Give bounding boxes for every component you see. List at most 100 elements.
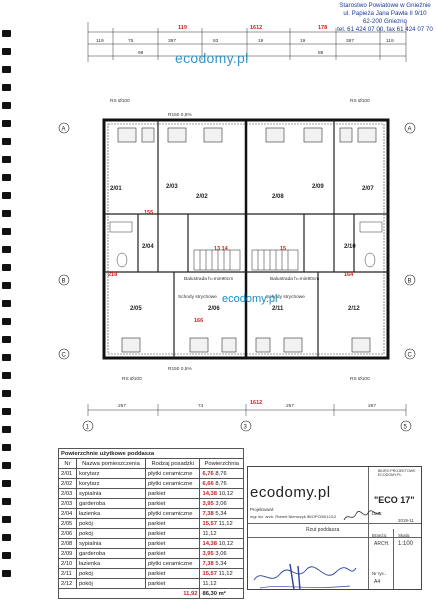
red-annotation: 178 bbox=[318, 25, 327, 31]
building-outline bbox=[102, 118, 390, 360]
total-note-cell: 11,92 bbox=[57, 588, 201, 599]
floor-plan: 119 75 397 83 19 19 397 119 98 88 1612 1… bbox=[58, 22, 416, 432]
area-value: 3,06 bbox=[215, 550, 227, 557]
red-annotation: 166 bbox=[194, 318, 203, 324]
cell-nr: 2/01 bbox=[58, 468, 77, 479]
dim-label: 83 bbox=[213, 38, 219, 44]
cell-floor: parkiet bbox=[144, 538, 201, 549]
table-title: Powierzchnie użytkowe poddasza bbox=[58, 448, 244, 459]
binder-hole bbox=[2, 354, 11, 361]
dim-label: 75 bbox=[128, 38, 134, 44]
dimension-lines-bottom bbox=[87, 404, 407, 416]
cell-name: pokój bbox=[75, 568, 146, 579]
cell-name: sypialnia bbox=[75, 538, 146, 549]
cell-name: łazienka bbox=[75, 508, 146, 519]
dim-label: 397 bbox=[346, 38, 354, 44]
area-value: 11,12 bbox=[218, 520, 233, 527]
binder-hole bbox=[2, 336, 11, 343]
cell-area: 15,57 11,12 bbox=[199, 518, 244, 529]
stairs-label: Schody strychowe bbox=[178, 294, 217, 300]
dim-label: 19 bbox=[300, 38, 306, 44]
room-number: 2/10 bbox=[344, 244, 356, 250]
binder-hole bbox=[2, 120, 11, 127]
area-value: 11,12 bbox=[202, 530, 217, 537]
red-annotation: 15 bbox=[280, 246, 286, 252]
room-number: 2/04 bbox=[142, 244, 154, 250]
railing-label: Balustrada h=min90cm bbox=[270, 276, 319, 282]
area-note: 3,95 bbox=[202, 500, 214, 507]
stairs-label: Schody strychowe bbox=[266, 294, 305, 300]
cell-area: 14,38 10,12 bbox=[199, 538, 244, 549]
cell-name: korytarz bbox=[75, 468, 146, 479]
cell-nr: 2/06 bbox=[58, 528, 77, 539]
binder-hole bbox=[2, 390, 11, 397]
scale-value: 1:100 bbox=[398, 541, 414, 547]
binder-hole bbox=[2, 102, 11, 109]
red-annotation: 119 bbox=[178, 25, 187, 31]
binder-hole bbox=[2, 264, 11, 271]
red-annotation: 1612 bbox=[250, 25, 262, 31]
dimension-lines-top bbox=[87, 22, 407, 62]
binder-hole bbox=[2, 156, 11, 163]
axis-label-c: C bbox=[62, 353, 67, 359]
room-number: 2/09 bbox=[312, 184, 324, 190]
axis-markers bbox=[58, 122, 416, 360]
author-name: mgr inż. arch. Robert Niemczyk IB/OPO/00… bbox=[250, 514, 337, 519]
binder-edge bbox=[0, 0, 14, 600]
author-role: Projektował: bbox=[250, 507, 274, 512]
dim-label: 88 bbox=[318, 50, 324, 56]
rs-label: RS Ø100 bbox=[350, 98, 370, 104]
interior-walls bbox=[104, 120, 388, 358]
cell-nr: 2/05 bbox=[58, 518, 77, 529]
title-block: BIURO PROJEKTOWE ECODOMY.PL Projektował:… bbox=[247, 466, 422, 590]
cell-floor: parkiet bbox=[144, 518, 201, 529]
red-annotation: 218 bbox=[108, 272, 117, 278]
header-cell: Nr bbox=[58, 458, 77, 469]
area-value: 5,34 bbox=[215, 510, 227, 517]
room-number: 2/07 bbox=[362, 186, 374, 192]
area-value: 3,06 bbox=[215, 500, 227, 507]
area-value: 10,12 bbox=[218, 490, 234, 497]
cell-area: 7,38 5,34 bbox=[199, 558, 244, 569]
cell-nr: 2/04 bbox=[58, 508, 77, 519]
cell-floor: parkiet bbox=[144, 498, 201, 509]
stairs bbox=[193, 249, 299, 271]
binder-hole bbox=[2, 408, 11, 415]
cell-nr: 2/12 bbox=[58, 578, 77, 589]
area-value: 8,76 bbox=[215, 480, 227, 487]
binder-hole bbox=[2, 300, 11, 307]
cell-area: 3,95 3,06 bbox=[199, 548, 244, 559]
axis-label-b-right: B bbox=[408, 279, 412, 285]
cell-name: pokój bbox=[75, 528, 146, 539]
cell-area: 7,38 5,34 bbox=[199, 508, 244, 519]
stamp-line: Starostwo Powiatowe w Gnieźnie bbox=[339, 2, 431, 9]
binder-hole bbox=[2, 174, 11, 181]
cell-floor: płytki ceramiczne bbox=[144, 478, 201, 489]
area-note: 6,76 bbox=[202, 470, 214, 477]
room-number: 2/05 bbox=[130, 306, 142, 312]
axis-label-b: B bbox=[62, 279, 66, 285]
binder-hole bbox=[2, 534, 11, 541]
area-value: 10,12 bbox=[218, 540, 234, 547]
rs-label: RS Ø100 bbox=[350, 376, 370, 382]
binder-hole bbox=[2, 282, 11, 289]
drawing-name: Rzut poddasza bbox=[306, 527, 340, 533]
stamp-line: 62-200 Gniezno bbox=[362, 18, 408, 25]
room-number: 2/06 bbox=[208, 306, 220, 312]
area-note: 7,38 bbox=[202, 560, 214, 567]
stamp-line: tel. 61 424 07 00, fax 61 424 07 70 bbox=[337, 26, 433, 33]
binder-hole bbox=[2, 210, 11, 217]
cell-floor: parkiet bbox=[144, 568, 201, 579]
room-number: 2/01 bbox=[110, 186, 122, 192]
area-value: 11,12 bbox=[202, 580, 217, 587]
cell-nr: 2/11 bbox=[58, 568, 77, 579]
red-annotation: 155 bbox=[144, 210, 153, 216]
total-area: 86,30 m² bbox=[199, 588, 244, 599]
